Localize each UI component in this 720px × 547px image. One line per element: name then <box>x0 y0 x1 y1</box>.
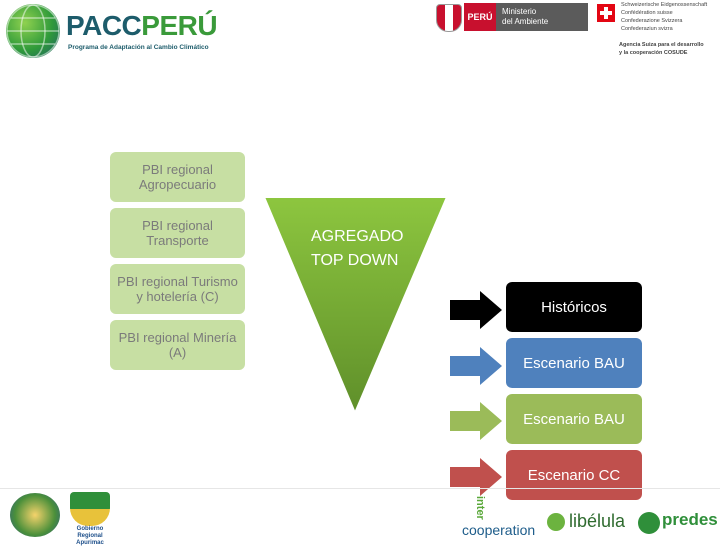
output-box-escenario-bau-2: Escenario BAU <box>506 394 642 444</box>
swiss-line-2: Confédération suisse <box>621 10 673 16</box>
intercooperation-logo-top: inter <box>474 496 486 520</box>
swiss-line-3: Confederazione Svizzera <box>621 18 683 24</box>
output-box-escenario-cc: Escenario CC <box>506 450 642 500</box>
libelula-logo: libélula <box>569 511 626 531</box>
swiss-flag-icon <box>597 4 615 22</box>
libelula-icon <box>547 513 565 531</box>
predes-icon <box>638 512 660 534</box>
input-box-mineria: PBI regional Minería (A) <box>110 320 245 370</box>
funnel-label: AGREGADO TOP DOWN <box>311 225 421 273</box>
input-box-turismo: PBI regional Turismo y hotelería (C) <box>110 264 245 314</box>
swiss-agency-line-2: y la cooperación COSUDE <box>619 50 688 56</box>
aggregation-funnel <box>262 196 449 415</box>
minam-line2: del Ambiente <box>502 17 549 26</box>
output-box-escenario-bau-1: Escenario BAU <box>506 338 642 388</box>
output-box-historicos: Históricos <box>506 282 642 332</box>
swiss-line-1: Schweizerische Eidgenossenschaft <box>621 2 708 8</box>
minam-country: PERÚ <box>464 3 496 31</box>
arrow-historicos <box>450 291 502 329</box>
apurimac-line2: Apurimac <box>76 540 104 546</box>
brand-prefix: PACC <box>66 10 142 41</box>
input-box-transporte: PBI regional Transporte <box>110 208 245 258</box>
input-box-agropecuario: PBI regional Agropecuario <box>110 152 245 202</box>
funnel-label-line2: TOP DOWN <box>311 252 399 269</box>
footer-divider <box>0 488 720 489</box>
brand-subtitle: Programa de Adaptación al Cambio Climáti… <box>68 44 209 51</box>
swiss-agency-line-1: Agencia Suiza para el desarrollo <box>619 42 704 48</box>
pacc-peru-logo: PACCPERÚ Programa de Adaptación al Cambi… <box>6 4 236 60</box>
minam-logo: PERÚ Ministerio del Ambiente <box>434 2 588 32</box>
minam-name: Ministerio del Ambiente <box>496 3 588 31</box>
globe-grid-icon <box>6 4 60 58</box>
arrow-escenario-bau-2 <box>450 402 502 440</box>
arrow-escenario-cc <box>450 458 502 496</box>
predes-logo: predes <box>662 510 718 529</box>
brand-suffix: PERÚ <box>141 10 218 41</box>
intercooperation-logo-bottom: cooperation <box>462 522 536 538</box>
apurimac-logo-text: Gobierno Regional Apurimac <box>64 526 116 547</box>
regional-seal-logo <box>10 493 60 537</box>
peru-shield-icon <box>436 4 462 32</box>
apurimac-shield-logo <box>70 492 110 526</box>
swiss-line-4: Confederaziun svizra <box>621 26 673 32</box>
brand-name: PACCPERÚ <box>66 10 218 42</box>
minam-line1: Ministerio <box>502 7 537 16</box>
apurimac-line1: Gobierno Regional <box>76 526 104 539</box>
swiss-cooperation-logo: Schweizerische Eidgenossenschaft Confédé… <box>597 2 717 62</box>
arrow-escenario-bau-1 <box>450 347 502 385</box>
funnel-label-line1: AGREGADO <box>311 228 404 245</box>
